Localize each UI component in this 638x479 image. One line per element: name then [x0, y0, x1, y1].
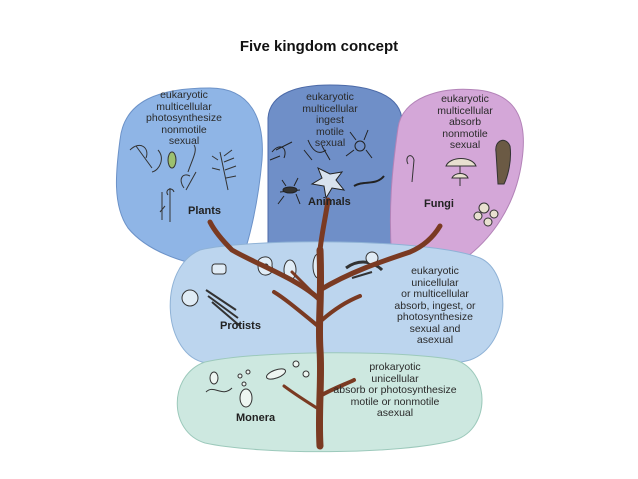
trait: absorb	[426, 117, 504, 129]
fungi-label: Fungi	[424, 198, 454, 210]
trait: sexual	[138, 136, 230, 148]
trait: asexual	[386, 335, 484, 347]
tree-trunk	[319, 250, 320, 446]
trait: prokaryotic	[330, 362, 460, 374]
protists-traits: eukaryotic unicellular or multicellular …	[386, 266, 484, 347]
trait: ingest	[290, 115, 370, 127]
animals-label: Animals	[308, 196, 351, 208]
trait: photosynthesize	[138, 113, 230, 125]
trait: eukaryotic	[386, 266, 484, 278]
trait: eukaryotic	[290, 92, 370, 104]
trait: or multicellular	[386, 289, 484, 301]
fungi-traits: eukaryotic multicellular absorb nonmotil…	[426, 94, 504, 152]
trait: absorb or photosynthesize	[330, 385, 460, 397]
trait: sexual	[290, 138, 370, 150]
plants-label: Plants	[188, 205, 221, 217]
animals-traits: eukaryotic multicellular ingest motile s…	[290, 92, 370, 150]
trait: eukaryotic	[426, 94, 504, 106]
monera-traits: prokaryotic unicellular absorb or photos…	[330, 362, 460, 420]
protists-label: Protists	[220, 320, 261, 332]
trait: eukaryotic	[138, 90, 230, 102]
plants-traits: eukaryotic multicellular photosynthesize…	[138, 90, 230, 148]
monera-label: Monera	[236, 412, 275, 424]
trait: sexual	[426, 140, 504, 152]
trait: photosynthesize	[386, 312, 484, 324]
trait: asexual	[330, 408, 460, 420]
